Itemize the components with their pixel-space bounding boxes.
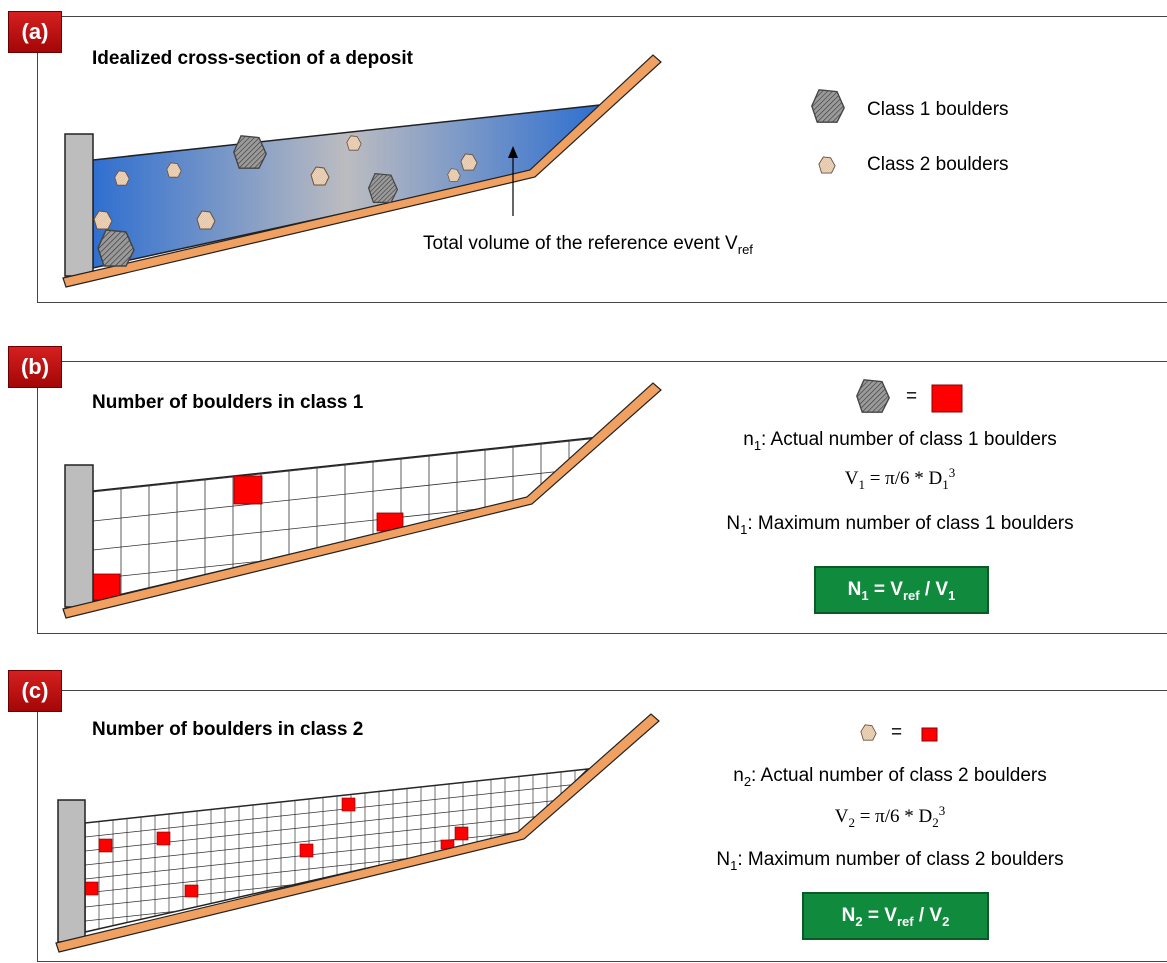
class-1-marker [92,573,121,601]
class2-boulder-icon [860,724,877,741]
v1-formula: V1 = π/6 * D13 [844,465,956,492]
check-dam-wall [64,464,94,608]
panel-a-tag: (a) [8,11,62,53]
panel-b-tag: (b) [8,346,62,388]
n2-definition: n2: Actual number of class 2 boulders [733,765,1047,789]
panel-b-title: Number of boulders in class 1 [92,392,364,413]
panel-a-title: Idealized cross-section of a deposit [92,48,413,69]
N2-definition: N1: Maximum number of class 2 boulders [716,849,1064,873]
class-1-marker [233,475,263,505]
class-2-marker [98,838,113,853]
check-dam-wall [57,799,86,943]
equals-sign: = [891,722,903,743]
total-volume-annotation: Total volume of the reference event Vref [423,233,753,257]
class-2-marker [341,797,356,812]
v2-formula: V2 = π/6 * D23 [834,803,946,830]
check-dam-wall [64,133,94,277]
class-2-marker [84,881,99,896]
class-2-marker [184,884,199,898]
channel-bed-slope [62,54,662,288]
panel-c [37,690,1167,962]
grid-cell-marker-icon [921,727,938,742]
equals-sign: = [906,386,918,407]
legend-class-1-label: Class 1 boulders [867,99,1009,120]
N1-formula-box: N1 = Vref / V1 [814,566,989,614]
panel-c-title: Number of boulders in class 2 [92,719,364,740]
class-2-marker [156,831,171,846]
N1-definition: N1: Maximum number of class 1 boulders [726,513,1074,537]
grid-cell-marker-icon [931,384,963,413]
class-2-marker [299,843,314,858]
class-2-marker [454,826,469,841]
N2-formula-box: N2 = Vref / V2 [802,892,989,940]
channel-bed-slope [55,713,660,953]
deposit-outline [84,768,591,933]
panel-c-tag: (c) [8,670,62,712]
legend-class-2-label: Class 2 boulders [867,154,1009,175]
channel-bed-slope [62,382,662,619]
panel-b [37,361,1167,634]
panel-a [37,16,1167,303]
n1-definition: n1: Actual number of class 1 boulders [743,429,1057,453]
